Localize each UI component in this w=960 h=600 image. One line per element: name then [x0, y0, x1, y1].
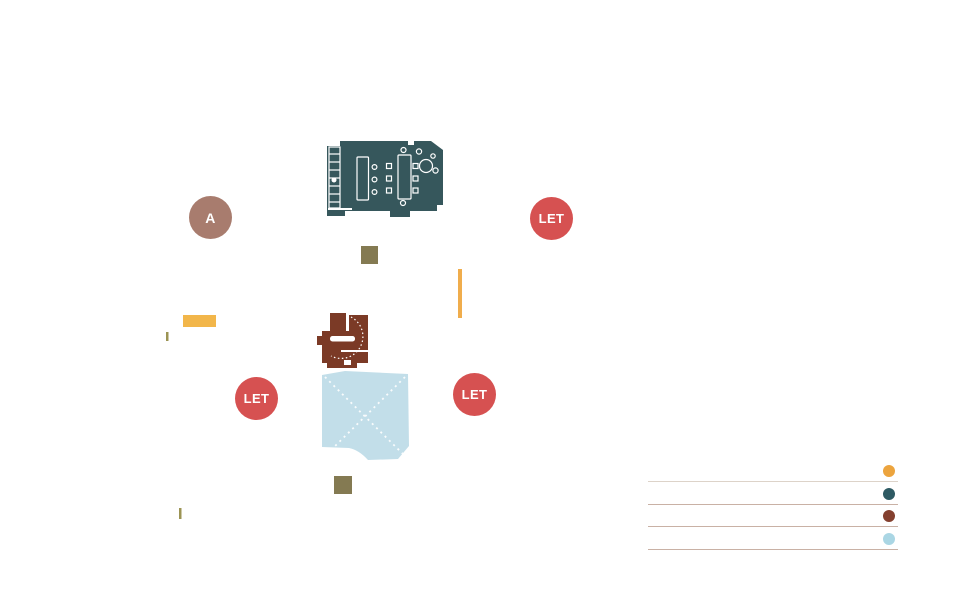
open-space-plan[interactable] [322, 371, 409, 460]
marker-let-3[interactable]: LET [453, 373, 496, 416]
olive-tick-upper [166, 332, 169, 341]
khaki-block-lower[interactable] [334, 476, 352, 494]
legend-dot-lightblue [883, 533, 895, 545]
legend-dot-orange [883, 465, 895, 477]
legend [648, 0, 898, 600]
marker-unit-a[interactable]: A [189, 196, 232, 239]
legend-rule [648, 525, 898, 527]
yellow-vertical-line[interactable] [458, 269, 462, 318]
legend-row-4[interactable] [648, 531, 898, 550]
legend-dot-teal [883, 488, 895, 500]
unit-plan-brown-details [330, 316, 368, 365]
legend-rule [648, 548, 898, 550]
open-space-cross-lines [324, 376, 406, 457]
meeting-room-outline[interactable] [327, 141, 443, 217]
meeting-room-plan[interactable] [327, 141, 443, 217]
olive-tick-lower [179, 508, 182, 519]
legend-rule [648, 503, 898, 505]
unit-plan-brown[interactable] [317, 313, 368, 368]
marker-let-1[interactable]: LET [530, 197, 573, 240]
legend-dot-maroon [883, 510, 895, 522]
legend-rule [648, 480, 898, 482]
legend-row-3[interactable] [648, 508, 898, 527]
meeting-room-furniture [328, 146, 439, 210]
yellow-horizontal-bar[interactable] [183, 315, 216, 327]
marker-let-2[interactable]: LET [235, 377, 278, 420]
legend-row-2[interactable] [648, 486, 898, 505]
legend-row-1[interactable] [648, 463, 898, 482]
khaki-block-upper[interactable] [361, 246, 378, 264]
